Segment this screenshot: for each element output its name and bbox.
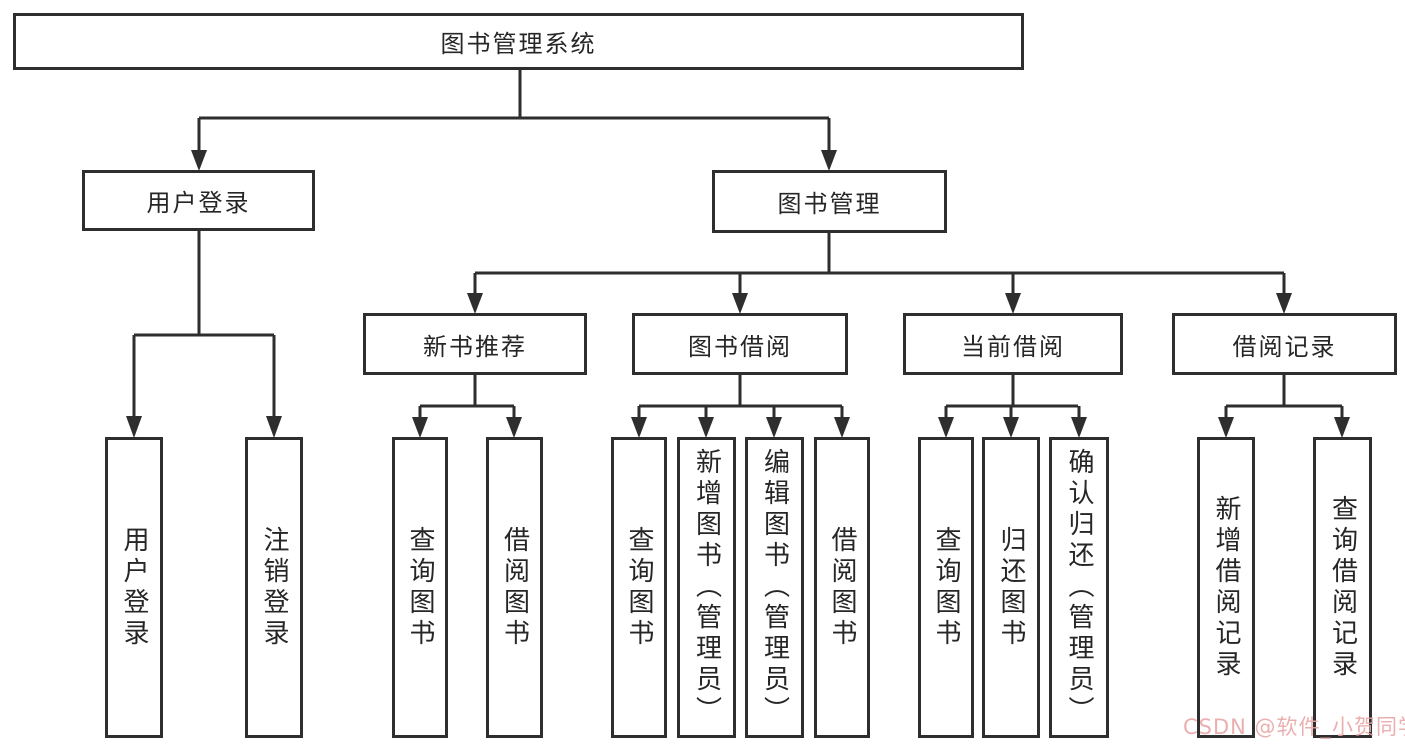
node-label: 查询图书 bbox=[931, 525, 961, 650]
node-label: 查询图书 bbox=[405, 525, 435, 650]
leaf-borrow-books: 借阅图书 bbox=[814, 437, 870, 738]
node-label: 确认归还（管理员） bbox=[1064, 448, 1094, 727]
arrowhead bbox=[467, 293, 483, 314]
leaf-query-books-recommend: 查询图书 bbox=[392, 437, 448, 738]
leaf-query-books-borrow: 查询图书 bbox=[611, 437, 667, 738]
arrowhead bbox=[1218, 417, 1234, 438]
arrowhead bbox=[631, 417, 647, 438]
node-label: 当前借阅 bbox=[961, 332, 1065, 361]
arrowhead bbox=[126, 416, 142, 438]
node-label: 查询图书 bbox=[624, 525, 654, 650]
node-label: 图书管理 bbox=[777, 190, 882, 218]
leaf-confirm-return-admin: 确认归还（管理员） bbox=[1049, 437, 1109, 738]
arrowhead bbox=[834, 417, 850, 438]
node-book-borrow: 图书借阅 bbox=[632, 313, 848, 375]
node-label: 注销登录 bbox=[259, 525, 289, 650]
arrowhead bbox=[506, 417, 522, 438]
arrowhead bbox=[698, 417, 714, 438]
leaf-logout: 注销登录 bbox=[245, 437, 303, 738]
node-label: 用户登录 bbox=[146, 189, 251, 217]
node-user-login: 用户登录 bbox=[82, 170, 315, 231]
arrowhead bbox=[1276, 293, 1292, 314]
node-label: 归还图书 bbox=[996, 525, 1026, 650]
leaf-query-books-current: 查询图书 bbox=[918, 437, 974, 738]
node-label: 新增图书（管理员） bbox=[691, 448, 722, 727]
arrowhead bbox=[1003, 417, 1019, 438]
node-library-management-system: 图书管理系统 bbox=[13, 13, 1024, 70]
leaf-borrow-books-recommend: 借阅图书 bbox=[486, 437, 543, 738]
arrowhead bbox=[1005, 293, 1021, 314]
node-label: 查询借阅记录 bbox=[1327, 494, 1358, 681]
arrowhead bbox=[412, 417, 428, 438]
arrowhead bbox=[191, 150, 207, 171]
arrowhead bbox=[266, 416, 282, 438]
node-label: 新增借阅记录 bbox=[1211, 494, 1241, 681]
csdn-watermark: CSDN @软件_小贺同学 bbox=[1183, 715, 1405, 739]
node-current-borrow: 当前借阅 bbox=[903, 313, 1123, 375]
node-label: 用户登录 bbox=[119, 525, 149, 650]
leaf-query-borrow-record: 查询借阅记录 bbox=[1313, 437, 1372, 738]
leaf-add-books-admin: 新增图书（管理员） bbox=[677, 437, 736, 738]
arrowhead bbox=[821, 150, 837, 171]
node-label: 借阅图书 bbox=[499, 525, 530, 650]
node-label: 编辑图书（管理员） bbox=[759, 448, 790, 727]
arrowhead bbox=[766, 417, 782, 438]
node-book-management: 图书管理 bbox=[712, 170, 947, 233]
arrowhead bbox=[1071, 417, 1087, 438]
node-label: 图书借阅 bbox=[688, 332, 792, 361]
leaf-return-books: 归还图书 bbox=[982, 437, 1040, 738]
arrowhead bbox=[732, 293, 748, 314]
node-label: 图书管理系统 bbox=[440, 30, 597, 58]
arrowhead bbox=[938, 417, 954, 438]
node-borrow-records: 借阅记录 bbox=[1172, 313, 1397, 375]
node-new-book-recommend: 新书推荐 bbox=[363, 313, 587, 375]
node-label: 新书推荐 bbox=[423, 332, 527, 361]
leaf-edit-books-admin: 编辑图书（管理员） bbox=[745, 437, 804, 738]
node-label: 借阅记录 bbox=[1232, 332, 1337, 361]
node-label: 借阅图书 bbox=[827, 525, 857, 650]
leaf-user-login: 用户登录 bbox=[105, 437, 163, 738]
arrowhead bbox=[1334, 417, 1350, 438]
leaf-add-borrow-record: 新增借阅记录 bbox=[1197, 437, 1255, 738]
